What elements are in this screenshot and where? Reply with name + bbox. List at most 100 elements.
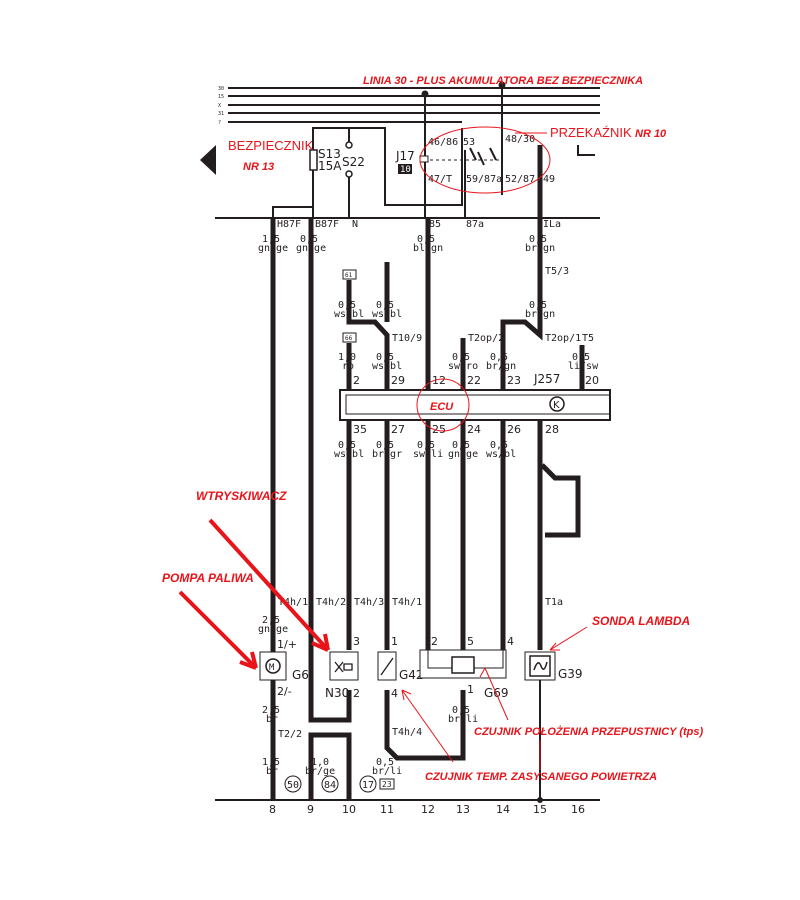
relay-slot: 10 bbox=[400, 165, 411, 175]
line30-note: LINIA 30 - PLUS AKUMULATORA BEZ BEZPIECZ… bbox=[363, 75, 643, 87]
diagram-label: 15 bbox=[533, 803, 547, 816]
diagram-label: 2 bbox=[431, 635, 438, 648]
diagram-label: 2/- bbox=[277, 685, 292, 698]
diagram-label: sw/ro bbox=[448, 361, 478, 372]
relay-pin: 52/87 bbox=[505, 174, 535, 185]
diagram-label: ws/bl bbox=[372, 309, 402, 320]
bus-label: 30 bbox=[218, 86, 224, 92]
injector-note: WTRYSKIWACZ bbox=[196, 489, 287, 503]
diagram-label: sw/li bbox=[413, 449, 443, 460]
diagram-label: T2op/2 bbox=[468, 333, 504, 344]
diagram-label: 1 bbox=[391, 635, 398, 648]
diagram-label: ws/bl bbox=[334, 449, 364, 460]
fuse-s13: S13 15A S22 bbox=[272, 127, 463, 218]
diagram-label: 0,5 bbox=[529, 234, 547, 245]
diagram-label: 0,5 bbox=[376, 300, 394, 311]
fuse-note: BEZPIECZNIK bbox=[228, 138, 314, 153]
diagram-label: 50 bbox=[287, 780, 299, 791]
diagram-label: 11 bbox=[380, 803, 394, 816]
lambda-note: SONDA LAMBDA bbox=[592, 614, 690, 628]
diagram-label: br/li bbox=[372, 766, 402, 777]
diagram-label: N bbox=[352, 219, 358, 230]
wire-labels: 1,5gn/ge 0,5gn/ge 0,5bl/gn 0,5br/gn 0,5w… bbox=[258, 234, 599, 777]
intake-temp-note: CZUJNIK TEMP. ZASYSANEGO POWIETRZA bbox=[425, 771, 657, 783]
diagram-label: 17 bbox=[362, 780, 374, 791]
diagram-label: 8 bbox=[269, 803, 276, 816]
diagram-label: 24 bbox=[467, 423, 481, 436]
diagram-label: li/sw bbox=[568, 361, 599, 372]
relay-nr-note: NR 10 bbox=[635, 128, 667, 140]
diagram-label: 0,5 bbox=[417, 440, 435, 451]
diagram-label: ro bbox=[342, 361, 354, 372]
diagram-label: 85 bbox=[429, 219, 441, 230]
relay-pin: 46/86 bbox=[428, 137, 458, 148]
diagram-label: 23 bbox=[507, 374, 521, 387]
diagram-label: 1,0 bbox=[338, 352, 356, 363]
diagram-label: 16 bbox=[571, 803, 585, 816]
diagram-label: 0,5 bbox=[417, 234, 435, 245]
bus-label: ? bbox=[218, 120, 221, 126]
switch-id: S22 bbox=[342, 155, 365, 169]
diagram-label: 1,0 bbox=[311, 757, 329, 768]
diagram-label: T2op/1 bbox=[545, 333, 581, 344]
diagram-label: br/gn bbox=[525, 309, 555, 320]
diagram-label: 14 bbox=[496, 803, 510, 816]
diagram-label: 29 bbox=[391, 374, 405, 387]
diagram-label: 1/+ bbox=[277, 638, 297, 651]
diagram-label: 4 bbox=[391, 687, 398, 700]
diagram-label: 0,5 bbox=[452, 352, 470, 363]
diagram-label: H87F bbox=[277, 219, 301, 230]
diagram-label: 2 bbox=[353, 374, 360, 387]
diagram-label: 0,5 bbox=[376, 757, 394, 768]
ground-points: 50 84 17 23 bbox=[284, 775, 395, 793]
diagram-label: br/ge bbox=[305, 766, 335, 777]
diagram-label: G39 bbox=[558, 667, 583, 681]
diagram-label: 9 bbox=[307, 803, 314, 816]
relay-pin: 53 bbox=[463, 137, 475, 148]
diagram-label: ws/bl bbox=[486, 449, 516, 460]
intake-temp-sensor-g42: G42 1 4 bbox=[377, 635, 424, 700]
diagram-label: 20 bbox=[585, 374, 599, 387]
fuse-nr-note: NR 13 bbox=[243, 161, 274, 173]
diagram-label: M bbox=[269, 663, 275, 673]
connectors: 61 66 T10/9 T5/3 T2op/2 T2op/1 T5 T4h/1 … bbox=[278, 266, 594, 740]
diagram-label: 0,5 bbox=[300, 234, 318, 245]
diagram-label: 0,5 bbox=[572, 352, 590, 363]
fuel-pump-note: POMPA PALIWA bbox=[162, 571, 254, 585]
diagram-label: br/li bbox=[448, 714, 478, 725]
relay-j17: J17 10 46/86 53 48/30 47/T 59/87a 52/87 … bbox=[395, 85, 555, 218]
diagram-label: T4h/1 bbox=[392, 597, 422, 608]
diagram-label: gn/ge bbox=[448, 449, 478, 460]
diagram-label: 10 bbox=[342, 803, 356, 816]
diagram-label: 2,5 bbox=[262, 705, 280, 716]
diagram-label: 0,5 bbox=[490, 440, 508, 451]
ecu-note: ECU bbox=[430, 401, 454, 413]
diagram-label: ws/bl bbox=[334, 309, 364, 320]
diagram-label: 35 bbox=[353, 423, 367, 436]
top-terminals: H87F B87F N 85 87a ILa bbox=[277, 219, 561, 230]
fuse-rating: 15A bbox=[318, 159, 342, 173]
diagram-label: 1 bbox=[467, 683, 474, 696]
diagram-label: br bbox=[266, 766, 278, 777]
diagram-label: T5 bbox=[582, 333, 594, 344]
diagram-label: br/gn bbox=[525, 243, 555, 254]
diagram-label: br/gr bbox=[372, 449, 402, 460]
diagram-label: 0,5 bbox=[490, 352, 508, 363]
annotations: LINIA 30 - PLUS AKUMULATORA BEZ BEZPIECZ… bbox=[162, 75, 704, 783]
diagram-label: 0,5 bbox=[452, 705, 470, 716]
tps-note: CZUJNIK POŁOŻENIA PRZEPUSTNICY (tps) bbox=[474, 725, 704, 738]
diagram-label: 13 bbox=[456, 803, 470, 816]
throttle-position-sensor-g69: G69 2 5 4 1 bbox=[419, 635, 514, 700]
diagram-label: 5 bbox=[467, 635, 474, 648]
diagram-label: T4h/3 bbox=[354, 597, 384, 608]
diagram-label: 12 bbox=[421, 803, 435, 816]
diagram-label: gn/ge bbox=[296, 243, 326, 254]
diagram-label: 0,5 bbox=[376, 440, 394, 451]
ecu-j257: K J257 2 29 12 22 23 20 35 27 25 24 26 2… bbox=[339, 372, 611, 436]
diagram-label: 1,5 bbox=[262, 234, 280, 245]
diagram-label: T10/9 bbox=[392, 333, 422, 344]
diagram-label: gn/ge bbox=[258, 243, 288, 254]
diagram-label: 22 bbox=[467, 374, 481, 387]
diagram-label: 23 bbox=[382, 780, 392, 789]
